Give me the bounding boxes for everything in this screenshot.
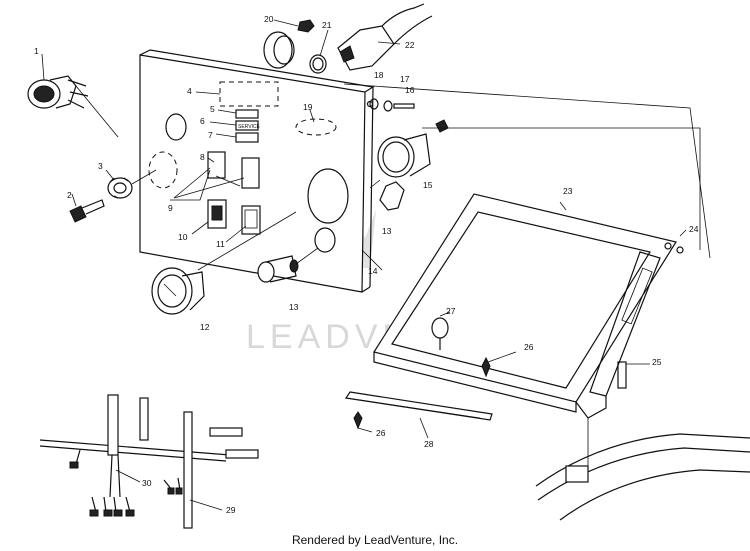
callout-13b: 13 [382,226,392,236]
callout-30: 30 [142,478,152,488]
wiring-harness [39,394,259,529]
nut-20 [297,19,315,33]
callout-12: 12 [200,322,210,332]
callout-3: 3 [98,161,103,171]
callout-28: 28 [424,439,434,449]
callout-26b: 26 [376,428,386,438]
callout-2: 2 [67,190,72,200]
callout-21: 21 [322,20,332,30]
callout-5: 5 [210,104,215,114]
ignition-key [69,199,105,223]
callout-29: 29 [226,505,236,515]
callout-23: 23 [563,186,573,196]
accessory-socket [257,247,319,283]
callout-7: 7 [208,130,213,140]
hinge-strip [344,391,493,421]
callout-4: 4 [187,86,192,96]
callout-26a: 26 [524,342,534,352]
gauge-15 [377,119,449,211]
rivet-26 [353,356,491,430]
callout-22: 22 [405,40,415,50]
callout-9: 9 [168,203,173,213]
bezel-ring [263,31,295,69]
leader-lines [41,19,687,511]
callout-6: 6 [200,116,205,126]
dash-panel: SERVICE [139,49,375,293]
callout-27: 27 [446,306,456,316]
callout-10: 10 [178,232,188,242]
support-bracket [373,193,684,419]
callout-11: 11 [216,239,225,249]
washer-21 [309,54,327,74]
callout-20: 20 [264,14,274,24]
callout-25: 25 [652,357,662,367]
bolt-25 [617,361,627,389]
assembly-lines [170,83,711,259]
ignition-switch [107,169,157,199]
callout-16: 16 [405,85,415,95]
gauge-12 [151,211,297,315]
callout-18: 18 [374,70,384,80]
hour-meter [27,75,119,138]
service-label: SERVICE [238,124,261,130]
callout-8: 8 [200,152,205,162]
callout-14: 14 [368,266,378,276]
ring-27 [431,317,449,350]
callout-19: 19 [303,102,313,112]
callout-15: 15 [423,180,433,190]
footer-credit: Rendered by LeadVenture, Inc. [291,533,459,547]
callout-24: 24 [689,224,699,234]
callout-1: 1 [34,46,39,56]
bolt-washer-set [369,98,415,112]
callout-13a: 13 [289,302,299,312]
callout-17: 17 [400,74,410,84]
callout-numbers: 1 2 3 4 5 6 7 8 9 10 11 12 13 13 14 15 1… [34,14,699,515]
vehicle-body-section [535,418,750,521]
cable-22 [337,3,433,71]
